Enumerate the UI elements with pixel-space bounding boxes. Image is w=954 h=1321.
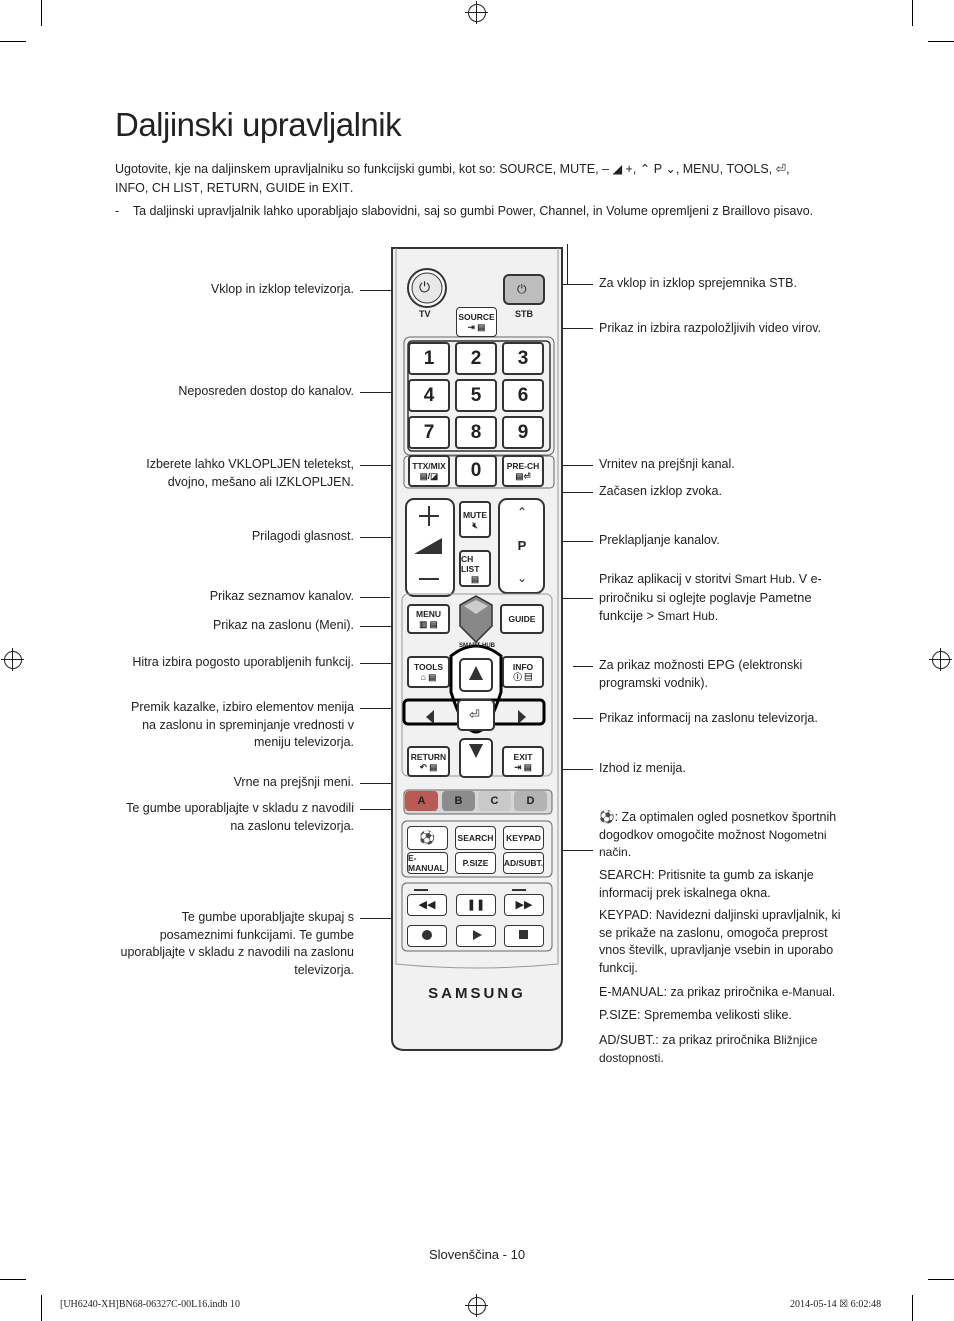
label-keypad: KEYPAD: Navidezni daljinski upravljalnik… [599, 908, 841, 975]
slug-right: 2014-05-14 ☒ 6:02:48 [790, 1299, 882, 1310]
slug-left: [UH6240-XH]BN68-06327C-00L16.indb 10 [60, 1299, 240, 1310]
registration-mark-icon [465, 1294, 488, 1317]
fast-forward-button[interactable]: ▶▶ [504, 894, 544, 916]
enter-icon[interactable]: ⏎ [469, 707, 480, 722]
rewind-button[interactable]: ◀◀ [407, 894, 447, 916]
football-button[interactable]: ⚽ [407, 826, 448, 850]
crop-mark [41, 0, 42, 26]
stop-icon [519, 930, 528, 939]
football-icon: ⚽ [599, 810, 615, 824]
keypad-button[interactable]: KEYPAD [503, 826, 544, 850]
digit-2-button[interactable]: 2 [455, 342, 497, 375]
digit-3-button[interactable]: 3 [502, 342, 544, 375]
label-ttx: Izberete lahko VKLOPLJEN teletekst, dvoj… [146, 457, 354, 489]
label-prech: Vrnitev na prejšnji kanal. [599, 457, 735, 471]
tv-label: TV [419, 309, 431, 319]
crop-mark [912, 1295, 913, 1321]
label-info: Prikaz informacij na zaslonu televizorja… [599, 711, 818, 725]
label-menu: Prikaz na zaslonu (Meni). [212, 618, 354, 632]
search-button[interactable]: SEARCH [455, 826, 496, 850]
ttx-mix-button[interactable]: TTX/MIX▤/◪ [408, 455, 450, 487]
exit-button[interactable]: EXIT⇥ ▤ [502, 746, 544, 777]
label-football: ⚽: Za optimalen ogled posnetkov športnih… [599, 810, 837, 859]
channel-glyph-icon: ⌃ P ⌄ [639, 162, 676, 176]
football-icon: ⚽ [419, 830, 436, 845]
label-volume: Prilagodi glasnost. [251, 529, 354, 543]
digit-5-button[interactable]: 5 [455, 379, 497, 412]
page-title: Daljinski upravljalnik [115, 106, 402, 143]
mute-button[interactable]: MUTE🔇︎ [459, 501, 491, 538]
label-chlist: Prikaz seznamov kanalov. [209, 589, 354, 603]
label-tools: Hitra izbira pogosto uporabljenih funkci… [132, 655, 354, 669]
label-psize: P.SIZE: Sprememba velikosti slike. [599, 1008, 792, 1022]
label-channel: Preklapljanje kanalov. [599, 533, 720, 547]
label-search: SEARCH: Pritisnite ta gumb za iskanje in… [599, 868, 814, 900]
page-footer: Slovenščina - 10 [428, 1247, 526, 1262]
label-power: Vklop in izklop televizorja. [210, 282, 354, 296]
samsung-logo: SAMSUNG [428, 985, 526, 1002]
label-exit: Izhod iz menija. [599, 761, 686, 775]
stb-power-icon[interactable]: ⏻ [517, 282, 527, 296]
guide-button[interactable]: GUIDE [500, 604, 544, 634]
pause-button[interactable]: ❚❚ [456, 894, 496, 916]
digit-6-button[interactable]: 6 [502, 379, 544, 412]
smart-hub-label: SMART HUB [459, 643, 495, 649]
registration-mark-icon [929, 648, 952, 671]
record-icon [422, 930, 432, 940]
label-colors: Te gumbe uporabljajte v skladu z navodil… [126, 801, 354, 833]
channel-p-label[interactable]: P [517, 538, 527, 553]
label-source: Prikaz in izbira razpoložljivih video vi… [599, 321, 822, 335]
registration-mark-icon [1, 648, 24, 671]
digit-9-button[interactable]: 9 [502, 416, 544, 449]
digit-7-button[interactable]: 7 [408, 416, 450, 449]
label-mute: Začasen izklop zvoka. [599, 484, 722, 498]
p-size-button[interactable]: P.SIZE [455, 852, 496, 874]
intro-paragraph: Ugotovite, kje na daljinskem upravljalni… [115, 162, 790, 195]
braille-note: - Ta daljinski upravljalnik lahko uporab… [115, 204, 814, 218]
source-button[interactable]: SOURCE⇥ ▤ [456, 307, 497, 337]
digit-8-button[interactable]: 8 [455, 416, 497, 449]
label-return: Vrne na prejšnji meni. [233, 775, 354, 789]
tools-button[interactable]: TOOLS⌂ ▤ [407, 656, 450, 688]
label-playback: Te gumbe uporabljajte skupaj s posamezni… [120, 910, 354, 977]
crop-mark [928, 41, 954, 42]
crop-mark [0, 41, 26, 42]
color-button-a[interactable]: A [405, 791, 438, 811]
label-arrows: Premik kazalke, izbiro elementov menija … [130, 700, 354, 749]
crop-mark [912, 0, 913, 26]
channel-up-icon[interactable]: ⌃ [516, 505, 528, 519]
digit-4-button[interactable]: 4 [408, 379, 450, 412]
mute-icon: 🔇︎ [472, 519, 478, 530]
stb-label: STB [515, 309, 533, 319]
play-icon [473, 930, 482, 940]
return-button[interactable]: RETURN↶ ▤ [407, 746, 450, 777]
digit-1-button[interactable]: 1 [408, 342, 450, 375]
label-smarthub: Prikaz aplikacij v storitvi Smart Hub. V… [599, 572, 822, 623]
volume-glyph-icon: – ◢ + [602, 162, 633, 176]
label-emanual: E-MANUAL: za prikaz priročnika e-Manual. [599, 985, 836, 999]
label-adsubt: AD/SUBT.: za prikaz priročnika Bližnjice… [599, 1033, 818, 1065]
digit-0-button[interactable]: 0 [455, 455, 497, 487]
enter-icon: ⏎ [775, 162, 787, 176]
label-stb: Za vklop in izklop sprejemnika STB. [599, 276, 797, 290]
color-button-b[interactable]: B [442, 791, 475, 811]
crop-mark [41, 1295, 42, 1321]
registration-mark-icon [465, 1, 488, 24]
menu-button[interactable]: MENU▥ ▤ [407, 604, 450, 634]
ch-list-button[interactable]: CH LIST▤ [459, 550, 491, 587]
e-manual-button[interactable]: E-MANUAL [407, 852, 448, 874]
pre-ch-button[interactable]: PRE-CH▤⏎ [502, 455, 544, 487]
power-icon[interactable]: ⏻ [419, 279, 431, 295]
crop-mark [928, 1279, 954, 1280]
ad-subt-button[interactable]: AD/SUBT. [503, 852, 544, 874]
color-button-d[interactable]: D [514, 791, 547, 811]
channel-down-icon[interactable]: ⌄ [516, 571, 528, 585]
crop-mark [0, 1279, 26, 1280]
label-guide: Za prikaz možnosti EPG (elektronski prog… [599, 657, 803, 690]
color-button-c[interactable]: C [478, 791, 511, 811]
label-numbers: Neposreden dostop do kanalov. [178, 384, 354, 398]
